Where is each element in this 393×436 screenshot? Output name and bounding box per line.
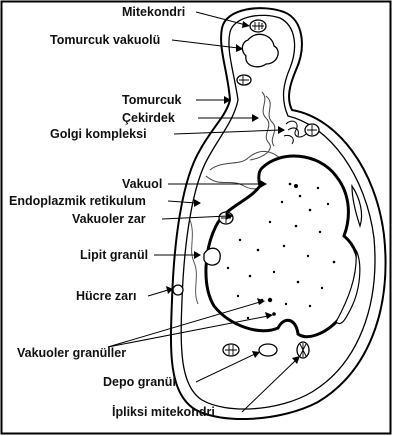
- label-hucre-zari: Hücre zarı: [76, 289, 136, 303]
- label-vakuol: Vakuol: [122, 177, 162, 191]
- label-depo: Depo granül: [103, 375, 176, 389]
- label-vakuoler-granuller: Vakuoler granüller: [17, 346, 126, 360]
- label-ipliksi: İpliksi mitekondri: [112, 404, 215, 419]
- label-tomurcuk: Tomurcuk: [122, 93, 182, 107]
- label-lipit: Lipit granül: [80, 248, 148, 262]
- label-cekirdek: Çekirdek: [122, 111, 175, 125]
- label-endoplazmik: Endoplazmik retikulum: [9, 194, 146, 208]
- label-mitekondri: Mitekondri: [122, 5, 185, 19]
- label-golgi: Golgi kompleksi: [50, 127, 147, 141]
- label-tomurcuk-vakuolu: Tomurcuk vakuolü: [50, 33, 160, 47]
- label-vakuoler-zar: Vakuoler zar: [72, 212, 146, 226]
